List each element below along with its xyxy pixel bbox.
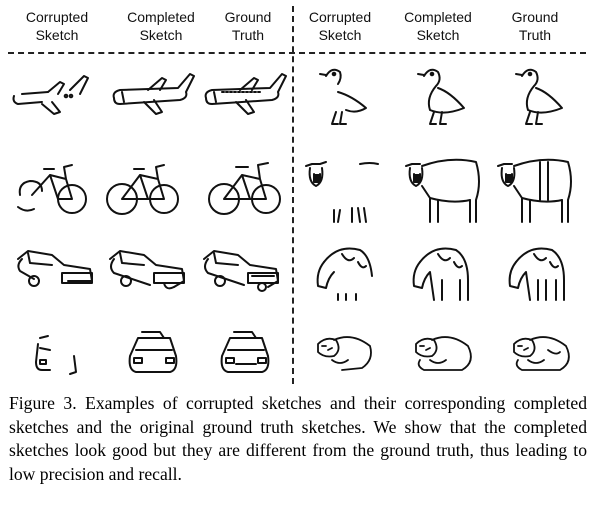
car-ground-truth-sketch: [198, 245, 283, 295]
header-right-completed: Completed Sketch: [393, 8, 483, 44]
car-front-completed-sketch: [124, 326, 184, 381]
airplane-completed-sketch: [108, 70, 198, 125]
bicycle-ground-truth-sketch: [206, 155, 286, 220]
grazing-animal-corrupted-sketch: [312, 240, 382, 305]
car-corrupted-sketch: [12, 245, 97, 295]
header-line1: Corrupted: [308, 9, 372, 25]
dog-completed-sketch: [410, 330, 480, 380]
header-divider: [8, 52, 586, 54]
header-line2: Truth: [518, 27, 552, 43]
header-right-corrupted: Corrupted Sketch: [295, 8, 385, 44]
header-line1: Completed: [127, 9, 195, 25]
airplane-ground-truth-sketch: [200, 70, 290, 125]
header-left-completed: Completed Sketch: [116, 8, 206, 44]
header-line1: Completed: [404, 9, 472, 25]
airplane-corrupted-sketch: [8, 70, 98, 125]
column-divider: [292, 6, 294, 384]
bird-completed-sketch: [410, 62, 480, 132]
cow-corrupted-sketch: [300, 152, 390, 227]
header-right-ground-truth: Ground Truth: [490, 8, 580, 44]
header-line2: Sketch: [318, 27, 362, 43]
bicycle-completed-sketch: [104, 155, 184, 220]
car-front-corrupted-sketch: [30, 328, 85, 383]
header-left-ground-truth: Ground Truth: [203, 8, 293, 44]
grazing-animal-completed-sketch: [408, 240, 478, 305]
grazing-animal-ground-truth-sketch: [504, 240, 574, 305]
bicycle-corrupted-sketch: [14, 155, 89, 220]
car-front-ground-truth-sketch: [216, 326, 276, 381]
header-line2: Sketch: [139, 27, 183, 43]
header-left-corrupted: Corrupted Sketch: [12, 8, 102, 44]
bird-corrupted-sketch: [312, 62, 382, 132]
bird-ground-truth-sketch: [508, 62, 578, 132]
figure-caption: Figure 3. Examples of corrupted sketches…: [9, 393, 587, 484]
header-line1: Ground: [224, 9, 272, 25]
header-line1: Corrupted: [25, 9, 89, 25]
header-line2: Sketch: [416, 27, 460, 43]
dog-corrupted-sketch: [312, 330, 382, 380]
header-line2: Sketch: [35, 27, 79, 43]
dog-ground-truth-sketch: [508, 330, 578, 380]
cow-completed-sketch: [400, 152, 485, 227]
header-line1: Ground: [511, 9, 559, 25]
car-completed-sketch: [104, 245, 189, 295]
header-line2: Truth: [231, 27, 265, 43]
cow-ground-truth-sketch: [492, 152, 577, 227]
